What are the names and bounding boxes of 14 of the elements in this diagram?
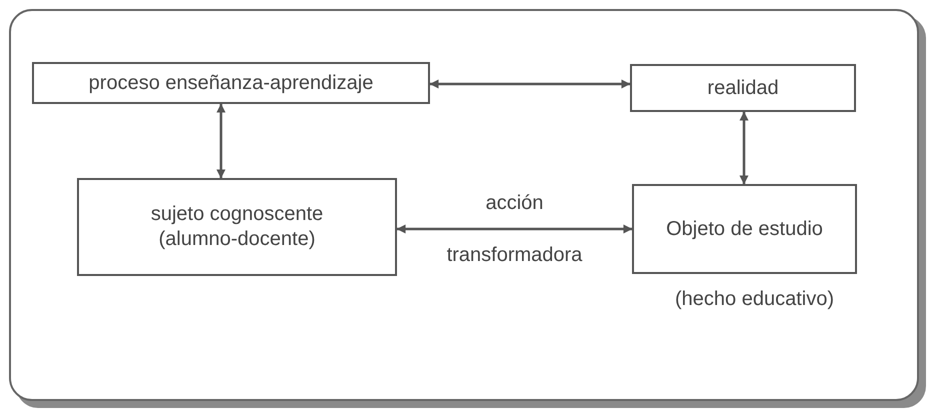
node-text: realidad [707, 76, 779, 100]
concept-box [632, 184, 857, 274]
double-arrow [739, 112, 749, 184]
edge-label: acción transformadora [446, 191, 584, 268]
node-text: sujeto cognoscente (alumno-docente) [150, 202, 324, 252]
node-note: (hecho educativo) [675, 288, 834, 311]
node-text: Objeto de estudio [666, 216, 823, 242]
concept-box [32, 62, 430, 104]
double-arrow [430, 79, 630, 89]
double-arrow [216, 104, 226, 178]
node-text: proceso enseñanza-aprendizaje [88, 70, 374, 96]
concept-box [630, 64, 856, 112]
double-arrow [396, 224, 632, 234]
concept-box [77, 178, 397, 276]
